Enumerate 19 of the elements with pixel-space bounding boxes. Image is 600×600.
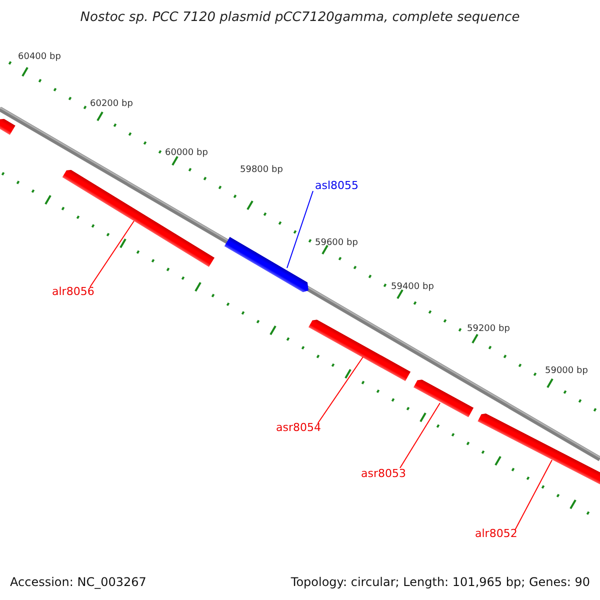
leader-line bbox=[90, 220, 134, 288]
gene-label: asr8054 bbox=[276, 421, 321, 434]
footer-text: Accession: NC_003267 bbox=[10, 575, 146, 589]
gene-bar bbox=[0, 116, 16, 135]
gene-label: asr8053 bbox=[361, 467, 406, 480]
scale-label: 59800 bp bbox=[240, 165, 283, 175]
gene-label: asl8055 bbox=[315, 179, 359, 192]
scale-label: 60200 bp bbox=[90, 99, 133, 109]
leader-line bbox=[514, 460, 552, 530]
title: Nostoc sp. PCC 7120 plasmid pCC7120gamma, complete sequence bbox=[79, 10, 521, 25]
gene-label: alr8052 bbox=[475, 527, 518, 540]
scale-label: 60400 bp bbox=[18, 52, 61, 62]
gene-label: alr8056 bbox=[52, 285, 94, 298]
scale-label: 59200 bp bbox=[467, 324, 510, 334]
scale-label: 59000 bp bbox=[545, 366, 588, 376]
leader-line bbox=[286, 190, 314, 268]
leader-line bbox=[318, 356, 364, 424]
leader-line bbox=[400, 402, 440, 468]
footer-text: Topology: circular; Length: 101,965 bp; Genes: 90 bbox=[290, 575, 590, 589]
